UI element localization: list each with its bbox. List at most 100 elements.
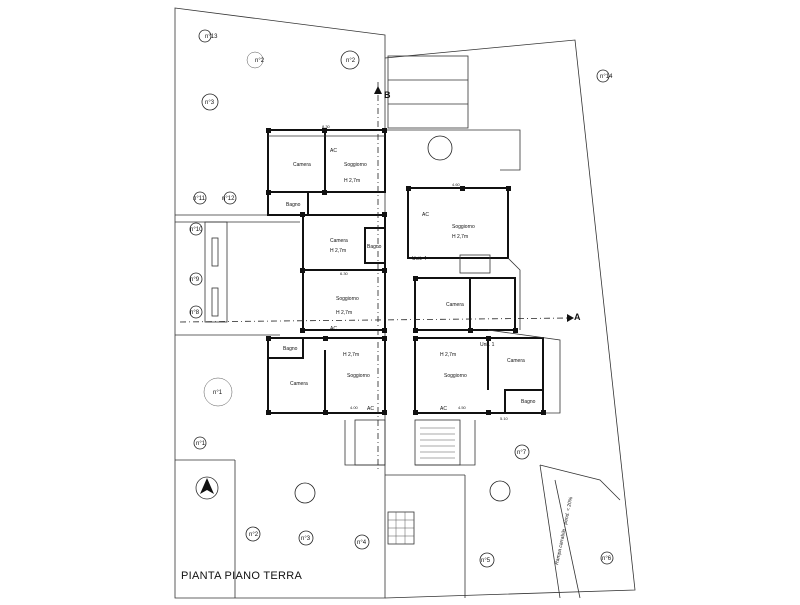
tree-label: n°10 xyxy=(190,227,203,233)
outer-wall-right-upper xyxy=(507,257,521,330)
ramp-edge-1 xyxy=(539,464,561,599)
courtyard-outline xyxy=(385,129,521,171)
tree-bottom-left-3: n°3 xyxy=(298,530,314,546)
room-label-bagno: Bagno xyxy=(283,346,298,352)
tree-1: n°1 xyxy=(203,377,233,407)
parking-area xyxy=(385,55,521,171)
site-boundary-left xyxy=(174,7,386,599)
room-height: H 2,7m xyxy=(343,352,359,358)
room-ac: AC xyxy=(367,406,374,412)
north-arrow-pointer xyxy=(200,478,214,494)
tree-label: n°1 xyxy=(196,441,206,447)
section-arrow-b xyxy=(374,86,382,94)
bath-mid-left xyxy=(364,227,386,264)
tree-bottom-left-4: n°4 xyxy=(354,534,370,550)
bath-bottom-right xyxy=(504,389,544,414)
unit-mid-left: Camera H 2,7m Bagno Soggiorno H 2,7m AC … xyxy=(302,214,386,332)
tree-7-right: n°7 xyxy=(514,444,530,460)
tree-14: n°14 xyxy=(596,69,613,83)
dim-label: 8.30 xyxy=(322,124,331,129)
room-label-camera: Camera xyxy=(507,358,525,364)
section-arrow-a xyxy=(567,314,574,322)
dim-label: 5.10 xyxy=(500,416,509,421)
portico-pier-2 xyxy=(211,287,219,317)
room-height: H 2,7m xyxy=(330,248,346,254)
tree-label: n°13 xyxy=(205,34,218,40)
tree-label: n°1 xyxy=(213,390,223,396)
tree-1-lower: n°1 xyxy=(193,436,207,450)
tree-2-top: n°2 xyxy=(340,50,360,70)
room-height: H 2,7m xyxy=(440,352,456,358)
unit-top-left: Camera Soggiorno H 2,7m AC Bagno 8.30 xyxy=(267,124,386,216)
tree-label: n°2 xyxy=(249,532,259,538)
tree-label: n°2 xyxy=(255,58,265,64)
stair-left xyxy=(354,419,386,466)
room-label-bagno: Bagno xyxy=(367,244,382,250)
unit-right-upper-walls xyxy=(407,187,509,259)
unit-bottom-left: Bagno Camera Soggiorno H 2,7m AC 4.00 xyxy=(267,337,386,414)
unit-label: Unit. 1 xyxy=(480,342,495,348)
tree-bottom-mid xyxy=(294,482,316,504)
room-label-soggiorno: Soggiorno xyxy=(336,296,359,302)
tree-bottom-right-5: n°5 xyxy=(479,552,495,568)
bath-right-upper xyxy=(459,254,491,274)
stair-core xyxy=(344,419,476,545)
tree-10: n°10 xyxy=(189,222,203,236)
structural-pillars xyxy=(266,128,546,415)
tree-2b-top: n°2 xyxy=(246,51,265,69)
section-marker-a: A xyxy=(574,312,581,322)
section-marker-b: B xyxy=(384,90,391,100)
room-label-bagno: Bagno xyxy=(521,399,536,405)
unit-right-lower-walls xyxy=(414,277,516,331)
section-lines: A B xyxy=(179,82,581,470)
parking-rect xyxy=(387,55,469,129)
ramp-label: Rampa carrabile - pend. < 20% xyxy=(554,496,574,566)
site-boundary-right xyxy=(384,39,636,599)
room-label-camera: Camera xyxy=(290,381,308,387)
tree-13: n°13 xyxy=(198,29,218,43)
room-ac: AC xyxy=(330,148,337,154)
tree-label: n°11 xyxy=(193,196,206,202)
room-height: H 2,7m xyxy=(452,234,468,240)
ramp-edge-2 xyxy=(554,479,581,599)
portico-strip xyxy=(204,221,228,323)
trees: n°13 n°2 n°2 n°14 n°3 n°11 n°12 n°10 n°9… xyxy=(189,29,614,568)
tree-label: n°5 xyxy=(481,558,491,564)
tree-label: n°4 xyxy=(357,540,367,546)
unit-bottom-right-walls xyxy=(414,337,544,414)
room-label-soggiorno: Soggiorno xyxy=(444,373,467,379)
room-height: H 2,7m xyxy=(336,310,352,316)
stair-treads xyxy=(420,427,455,459)
unit-right-upper: Soggiorno H 2,7m AC Camera Unit. 4 4.60 xyxy=(407,182,516,331)
unit-top-left-walls xyxy=(267,129,386,193)
ramp-top xyxy=(539,464,621,501)
tree-8: n°8 xyxy=(189,305,203,319)
tree-label: n°3 xyxy=(205,100,215,106)
tree-courtyard xyxy=(427,135,453,161)
tree-11: n°11 xyxy=(193,191,207,205)
room-label-soggiorno: Soggiorno xyxy=(344,162,367,168)
dim-label: 4.00 xyxy=(350,405,359,410)
dim-label: 4.60 xyxy=(452,182,461,187)
room-label-camera: Camera xyxy=(330,238,348,244)
room-label-camera: Camera xyxy=(446,302,464,308)
tree-bottom-right-mid xyxy=(489,480,511,502)
tree-label: n°14 xyxy=(600,74,613,80)
dim-label: 6.30 xyxy=(340,271,349,276)
drawing-title: PIANTA PIANO TERRA xyxy=(181,570,302,582)
section-line-a xyxy=(179,317,571,323)
room-label-camera: Camera xyxy=(293,162,311,168)
tree-bottom-left-2: n°2 xyxy=(245,526,261,542)
tree-label: n°7 xyxy=(517,450,527,456)
tree-label: n°6 xyxy=(602,556,612,562)
tree-bottom-right-6: n°6 xyxy=(600,551,614,565)
tree-label: n°12 xyxy=(222,196,235,202)
room-ac: AC xyxy=(440,406,447,412)
dim-label: 4.50 xyxy=(458,405,467,410)
ramp-steps xyxy=(387,511,415,545)
bath-bottom-left xyxy=(267,337,304,359)
tree-9: n°9 xyxy=(189,272,203,286)
tree-12: n°12 xyxy=(222,191,237,205)
